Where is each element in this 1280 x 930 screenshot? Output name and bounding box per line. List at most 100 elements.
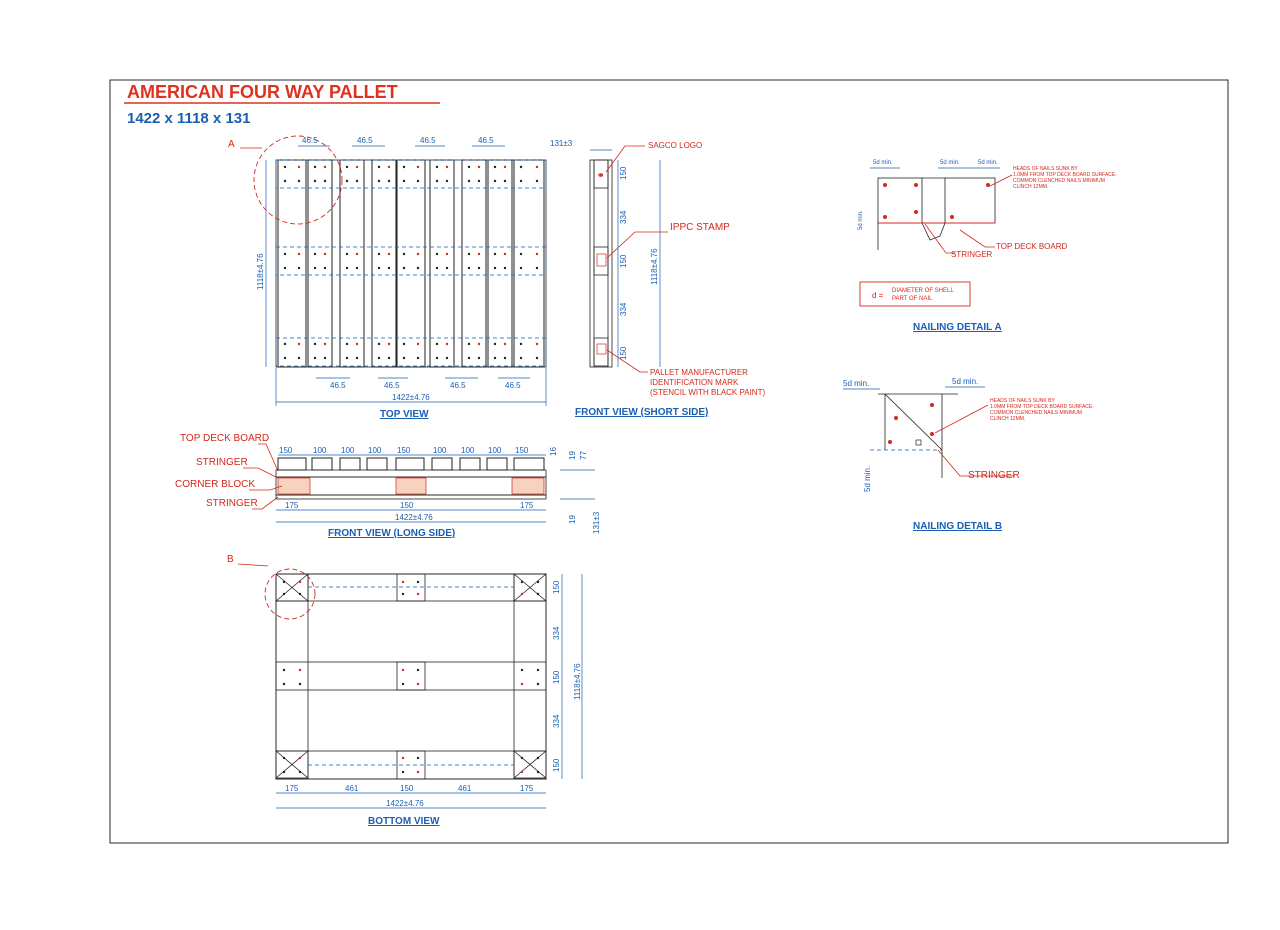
top-nail xyxy=(297,342,301,346)
top-nail xyxy=(435,165,439,169)
top-nail xyxy=(435,342,439,346)
corner-block-callout: CORNER BLOCK xyxy=(175,479,255,490)
stamp-leader xyxy=(606,231,668,259)
corner-block-leader xyxy=(249,485,283,491)
bottom-dim-2: 46.5 xyxy=(384,381,400,390)
top-nail xyxy=(345,266,349,270)
short-side-outline xyxy=(589,159,613,368)
top-nail xyxy=(477,179,481,183)
bottom-nail xyxy=(282,770,286,774)
top-nail xyxy=(323,342,327,346)
top-nail xyxy=(283,356,287,360)
top-view-width-dim: 1422±4.76 xyxy=(392,393,430,402)
top-nail xyxy=(435,179,439,183)
bottom-nail xyxy=(416,668,420,672)
long-right-dim-1: 16 xyxy=(549,447,558,456)
top-nail xyxy=(493,252,497,256)
ippc-stamp-mark xyxy=(596,253,607,267)
top-nail xyxy=(535,165,539,169)
bottom-nail xyxy=(416,756,420,760)
top-nail xyxy=(402,252,406,256)
bottom-view: B 175 461 150 461 175 1422±4.76 150 334 … xyxy=(227,554,583,827)
long-side-top-board-6 xyxy=(431,457,453,471)
top-nail xyxy=(535,252,539,256)
bottom-view-dim-5: 175 xyxy=(520,784,534,793)
top-nail xyxy=(345,165,349,169)
detail-a-break xyxy=(921,222,946,241)
top-nail xyxy=(467,266,471,270)
detail-a-dim-2: 5d min. xyxy=(940,160,960,166)
top-nail xyxy=(535,356,539,360)
top-nail xyxy=(467,165,471,169)
short-seg-2: 334 xyxy=(619,210,628,224)
bottom-nail xyxy=(401,682,405,686)
top-nail xyxy=(297,165,301,169)
bottom-nail xyxy=(401,580,405,584)
top-deck-board-leader xyxy=(258,443,279,472)
bottom-nail xyxy=(416,580,420,584)
top-nail xyxy=(323,252,327,256)
short-seg-4: 334 xyxy=(619,302,628,316)
middle-stringer-band xyxy=(275,246,547,276)
bottom-right-dim-4: 334 xyxy=(552,714,561,728)
manufacturer-callout-1: PALLET MANUFACTURER xyxy=(650,368,748,377)
top-deck-board-6 xyxy=(429,159,455,368)
top-nail xyxy=(477,252,481,256)
top-nail xyxy=(416,179,420,183)
manufacturer-mark xyxy=(596,343,607,355)
top-nail xyxy=(503,252,507,256)
detail-a-note-4: CLINCH 12MM. xyxy=(1013,184,1048,190)
bottom-nail xyxy=(282,580,286,584)
detail-b-dim-1: 5d min. xyxy=(843,379,869,388)
front-short-label: FRONT VIEW (SHORT SIDE) xyxy=(575,407,708,418)
top-view-label: TOP VIEW xyxy=(380,409,429,420)
short-overall-dim: 1118±4.76 xyxy=(650,248,659,285)
long-side-top-board-1 xyxy=(277,457,307,471)
front-view-short-side: ⚭ 131±3 150 334 150 334 150 1118±4.76 SA… xyxy=(550,139,765,418)
bottom-dim-1: 46.5 xyxy=(330,381,346,390)
bottom-view-dim-4: 461 xyxy=(458,784,472,793)
bottom-nail xyxy=(536,580,540,584)
bottom-nail xyxy=(401,756,405,760)
detail-a-dim-1: 5d min. xyxy=(873,160,893,166)
top-nail xyxy=(297,179,301,183)
long-side-top-board-7 xyxy=(459,457,481,471)
bottom-corner-block-3 xyxy=(275,750,309,779)
bottom-nail xyxy=(298,668,302,672)
top-dim-2: 46.5 xyxy=(357,136,373,145)
bottom-nail xyxy=(282,592,286,596)
long-board-dim-5: 150 xyxy=(397,446,411,455)
bottom-nail xyxy=(536,592,540,596)
bottom-dim-3: 46.5 xyxy=(450,381,466,390)
detail-a-nail-5 xyxy=(986,183,990,187)
top-nail xyxy=(519,356,523,360)
block-dim-3: 175 xyxy=(520,501,534,510)
short-seg-1: 150 xyxy=(619,166,628,180)
bottom-nail xyxy=(298,592,302,596)
top-nail xyxy=(402,179,406,183)
top-nail xyxy=(402,356,406,360)
top-nail xyxy=(313,179,317,183)
drawing-frame xyxy=(109,79,1229,844)
block-dim-1: 175 xyxy=(285,501,299,510)
detail-b-nail-1 xyxy=(894,416,898,420)
corner-block-left xyxy=(277,477,311,495)
top-view: A 46.5 46.5 46.5 46.5 46.5 46.5 46.5 46.… xyxy=(228,135,547,420)
detail-b-nail-4 xyxy=(888,440,892,444)
manufacturer-callout-3: (STENCIL WITH BLACK PAINT) xyxy=(650,388,765,397)
short-height-dim: 131±3 xyxy=(550,139,573,148)
top-deck-board-5 xyxy=(396,159,426,368)
top-nail xyxy=(283,342,287,346)
bottom-stringer-band xyxy=(275,337,547,367)
bottom-corner-diagonal xyxy=(513,750,547,779)
bottom-height-dim: 1118±4.76 xyxy=(573,663,582,700)
top-nail xyxy=(493,266,497,270)
bottom-corner-block-2 xyxy=(513,573,547,602)
bottom-nail xyxy=(282,682,286,686)
top-nail xyxy=(519,342,523,346)
detail-b-nail-3 xyxy=(930,432,934,436)
top-nail xyxy=(323,165,327,169)
top-nail xyxy=(355,179,359,183)
top-nail xyxy=(435,356,439,360)
